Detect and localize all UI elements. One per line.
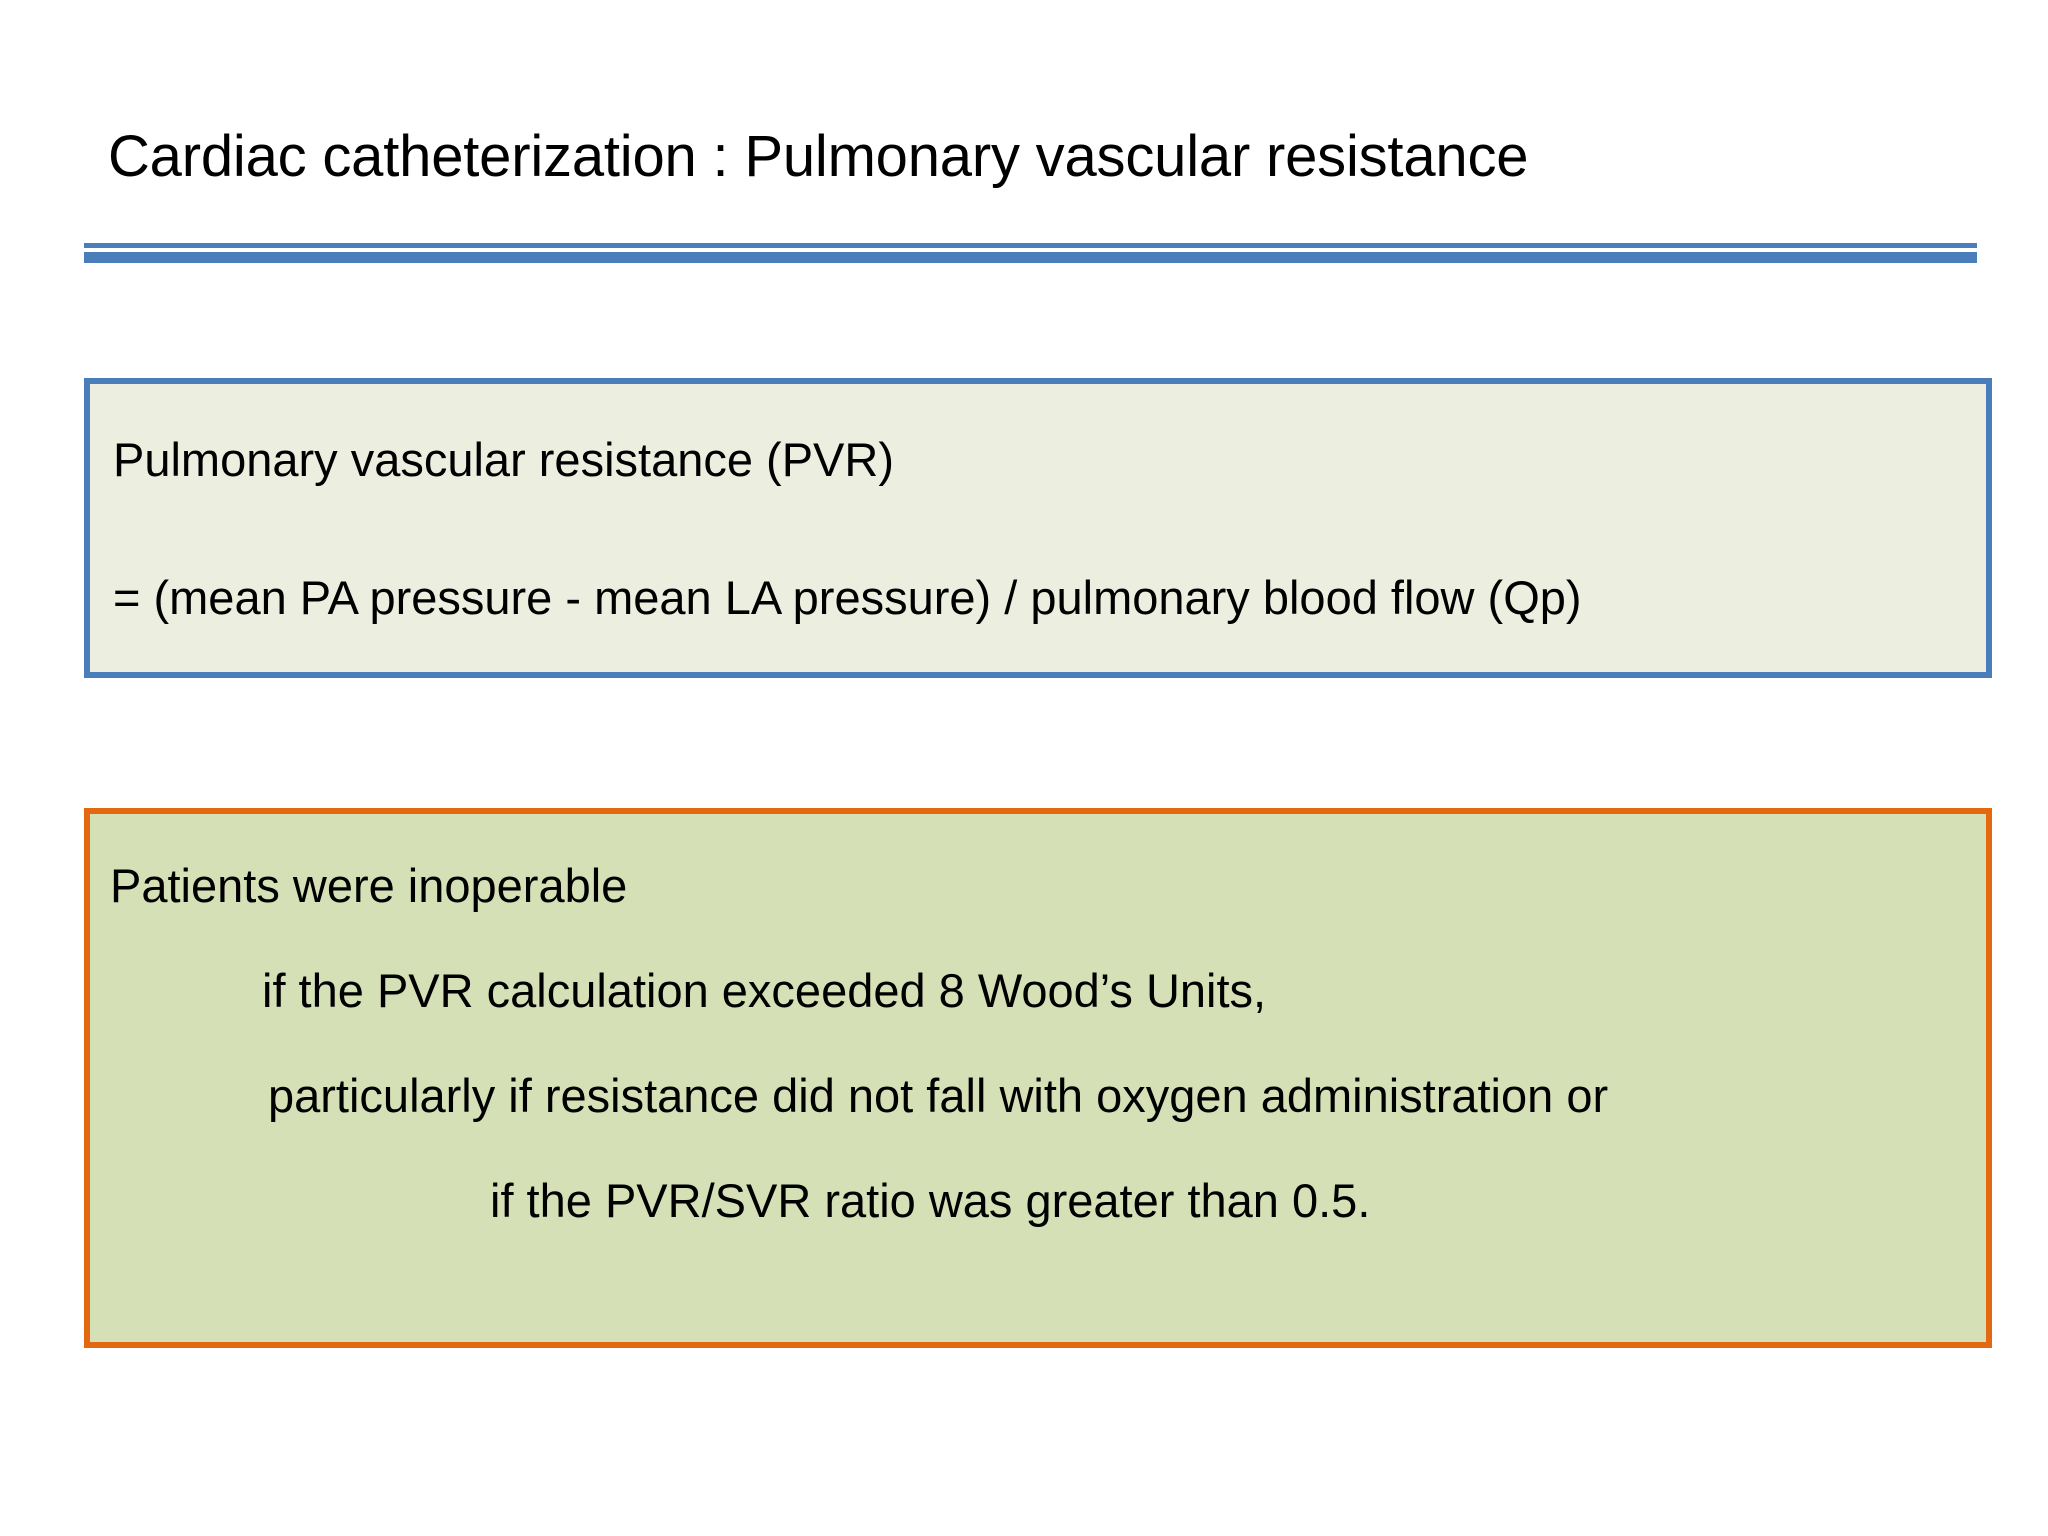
divider-rule-gap xyxy=(84,248,1977,252)
criteria-line-2: particularly if resistance did not fall … xyxy=(268,1069,1609,1122)
title-divider xyxy=(84,243,1977,265)
definition-term-line: Pulmonary vascular resistance (PVR) xyxy=(113,433,894,486)
criteria-box: Patients were inoperable if the PVR calc… xyxy=(84,808,1992,1348)
divider-rule-thin xyxy=(84,243,1977,248)
divider-rule-thick xyxy=(84,252,1977,263)
criteria-line-1: if the PVR calculation exceeded 8 Wood’s… xyxy=(262,964,1267,1017)
criteria-line-0: Patients were inoperable xyxy=(110,859,628,912)
title-block: Cardiac catheterization : Pulmonary vasc… xyxy=(108,128,1968,186)
definition-formula-line: = (mean PA pressure - mean LA pressure) … xyxy=(113,571,1582,624)
criteria-line-3: if the PVR/SVR ratio was greater than 0.… xyxy=(490,1174,1371,1227)
page-title: Cardiac catheterization : Pulmonary vasc… xyxy=(108,124,1529,189)
definition-box: Pulmonary vascular resistance (PVR) = (m… xyxy=(84,378,1992,678)
